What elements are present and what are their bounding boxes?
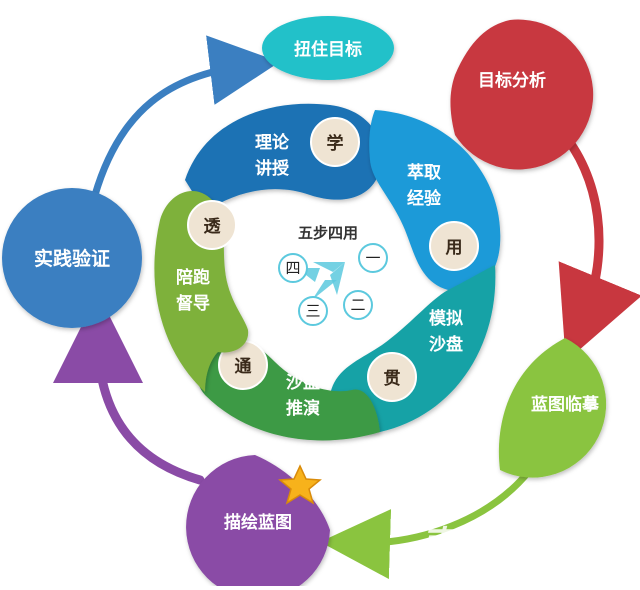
petal-use-char: 用: [446, 238, 463, 258]
petal-connect-line-2: 推演: [286, 398, 320, 419]
petal-penetrate: 透 陪跑 督导: [154, 190, 249, 392]
petal-through-line-1: 模拟: [429, 308, 463, 329]
step-one: 一: [358, 243, 388, 273]
arrow-red-to-right: [555, 125, 640, 362]
petal-penetrate-char: 透: [204, 216, 222, 237]
step-two: 二: [343, 290, 373, 320]
node-bottom-label: 描绘蓝图: [224, 512, 292, 533]
petal-penetrate-line-1: 陪跑: [176, 267, 210, 288]
node-left-label: 实践验证: [34, 247, 110, 270]
watermark-text: 南方农村报: [421, 524, 596, 564]
step-three: 三: [298, 296, 328, 326]
petal-learn: 学 理论 讲授: [185, 103, 382, 212]
petal-learn-char: 学: [327, 133, 344, 154]
petal-through-line-2: 沙盘: [429, 334, 463, 355]
petal-learn-line-1: 理论: [255, 132, 290, 153]
step-two-label: 二: [350, 296, 365, 314]
center-hub: 五步四用 一 二 三 四: [278, 224, 388, 326]
petal-learn-line-2: 讲授: [255, 158, 290, 179]
petal-through-char: 贯: [384, 369, 401, 389]
step-four-label: 四: [285, 259, 300, 277]
petal-connect-char: 通: [235, 357, 252, 377]
node-top: 扭住目标: [262, 16, 394, 80]
petal-use-line-1: 萃取: [407, 162, 441, 183]
node-top-label: 扭住目标: [294, 39, 362, 60]
petal-learn-badge: [310, 117, 360, 167]
petal-connect: 通 沙盘 推演: [196, 336, 380, 441]
petal-penetrate-badge: [187, 200, 237, 250]
node-right: 蓝图临摹: [498, 338, 607, 478]
center-title: 五步四用: [298, 224, 358, 242]
step-one-label: 一: [365, 249, 380, 267]
step-three-label: 三: [305, 302, 320, 320]
step-four: 四: [278, 253, 308, 283]
petal-through-badge: [367, 352, 417, 402]
petal-use: 用 萃取 经验: [369, 110, 501, 292]
arrow-left-to-top: [91, 35, 280, 199]
petal-use-line-2: 经验: [407, 188, 442, 209]
node-top-right: 目标分析: [450, 19, 594, 170]
petal-connect-line-1: 沙盘: [286, 372, 320, 393]
node-bottom: 描绘蓝图: [186, 455, 330, 590]
node-right-label: 蓝图临摹: [531, 394, 599, 415]
star-icon: [278, 464, 322, 505]
petal-use-badge: [429, 221, 479, 271]
node-left: 实践验证: [2, 188, 142, 328]
petal-through: 贯 模拟 沙盘: [329, 265, 496, 434]
petal-penetrate-line-2: 督导: [176, 293, 210, 314]
arrow-green-to-bottom: [320, 466, 534, 580]
node-top-right-label: 目标分析: [478, 70, 546, 91]
arrow-purple-to-left: [53, 293, 205, 485]
